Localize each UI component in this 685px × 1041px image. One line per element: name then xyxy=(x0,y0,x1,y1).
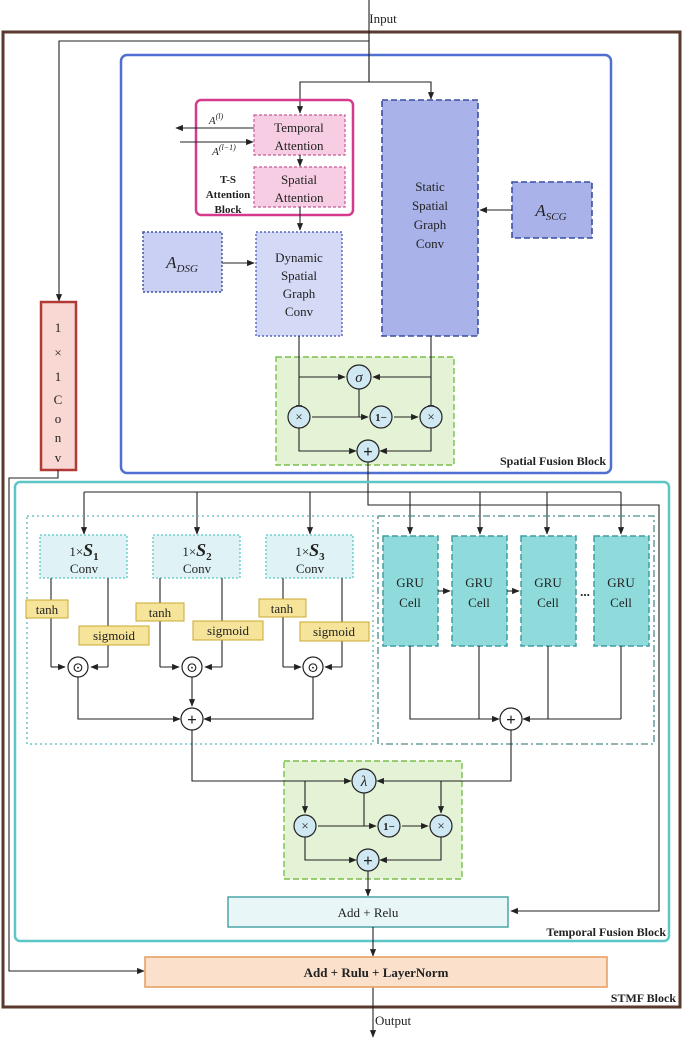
svg-text:Spatial: Spatial xyxy=(281,172,317,187)
ts-attention-label: T-S xyxy=(220,174,236,186)
stmf-block-frame xyxy=(1,30,682,1009)
a-l-label: A(l) xyxy=(208,112,224,127)
temporal-fusion-block xyxy=(13,480,671,943)
svg-text:C: C xyxy=(54,392,63,407)
svg-text:1×S2: 1×S2 xyxy=(182,540,212,563)
svg-text:Attention: Attention xyxy=(274,190,324,205)
svg-text:λ: λ xyxy=(360,774,368,790)
input-label: Input xyxy=(369,11,397,26)
svg-text:GRU: GRU xyxy=(465,575,493,590)
svg-text:1: 1 xyxy=(55,369,62,384)
svg-text:1×S3: 1×S3 xyxy=(295,540,325,563)
svg-text:Conv: Conv xyxy=(285,304,314,319)
svg-text:Cell: Cell xyxy=(610,595,632,610)
svg-text:Cell: Cell xyxy=(468,595,490,610)
dynamic-spatial-graph-conv xyxy=(255,231,343,337)
svg-text:1−: 1− xyxy=(375,412,387,424)
ts-attention-block xyxy=(194,98,355,217)
svg-text:+: + xyxy=(363,442,373,461)
tanh-box-2 xyxy=(135,602,185,622)
spatial-fusion-label: Spatial Fusion Block xyxy=(500,454,606,468)
svg-text:Cell: Cell xyxy=(399,595,421,610)
spatial-attention-box xyxy=(253,166,346,208)
gated-conv-group xyxy=(26,515,374,745)
svg-text:×: × xyxy=(301,818,308,833)
svg-text:⊙: ⊙ xyxy=(186,661,198,676)
gru-cell-4: GRU Cell xyxy=(593,535,650,647)
svg-text:GRU: GRU xyxy=(607,575,635,590)
tanh-box-1 xyxy=(25,599,69,619)
svg-text:GRU: GRU xyxy=(534,575,562,590)
svg-text:Conv: Conv xyxy=(296,561,325,576)
a-scg-box xyxy=(511,181,593,239)
temporal-fusion-label: Temporal Fusion Block xyxy=(546,925,666,939)
gru-cell-2: GRU Cell xyxy=(451,535,508,647)
temporal-one-minus xyxy=(377,814,401,838)
svg-text:o: o xyxy=(55,411,62,426)
conv-s1: 1×S1 Conv xyxy=(39,534,128,579)
svg-text:GRU: GRU xyxy=(396,575,424,590)
stmf-block-label: STMF Block xyxy=(611,991,677,1005)
gru-cell-3: GRU Cell xyxy=(520,535,577,647)
svg-text:Cell: Cell xyxy=(537,595,559,610)
svg-text:⊙: ⊙ xyxy=(72,661,84,676)
svg-text:Conv: Conv xyxy=(416,236,445,251)
svg-text:Dynamic: Dynamic xyxy=(275,250,323,265)
sigmoid-box-3 xyxy=(299,621,370,642)
svg-text:Add + Rulu + LayerNorm: Add + Rulu + LayerNorm xyxy=(304,965,449,980)
svg-text:Spatial: Spatial xyxy=(281,268,317,283)
svg-text:Conv: Conv xyxy=(183,561,212,576)
sigmoid-box-1 xyxy=(78,625,150,646)
static-spatial-graph-conv xyxy=(381,99,479,337)
spatial-fusion-block xyxy=(119,53,613,475)
output-label: Output xyxy=(375,1013,412,1028)
svg-text:Add + Relu: Add + Relu xyxy=(338,905,399,920)
svg-text:×: × xyxy=(54,345,61,360)
conv-s3: 1×S3 Conv xyxy=(265,534,354,579)
svg-text:1−: 1− xyxy=(383,821,395,833)
svg-text:1×S1: 1×S1 xyxy=(69,540,98,563)
svg-text:tanh: tanh xyxy=(271,601,294,616)
svg-text:Graph: Graph xyxy=(414,217,447,232)
sigmoid-box-2 xyxy=(192,620,264,641)
svg-text:Spatial: Spatial xyxy=(412,198,448,213)
a-dsg-box xyxy=(142,231,223,293)
svg-text:+: + xyxy=(187,710,197,729)
svg-text:ASCG: ASCG xyxy=(534,201,566,223)
svg-text:Static: Static xyxy=(415,179,445,194)
svg-text:sigmoid: sigmoid xyxy=(93,628,135,643)
svg-text:Attention: Attention xyxy=(274,138,324,153)
svg-text:Graph: Graph xyxy=(283,286,316,301)
a-l1-label: A(l−1) xyxy=(211,143,236,158)
gru-group xyxy=(377,515,655,745)
svg-text:×: × xyxy=(437,818,444,833)
svg-text:⊙: ⊙ xyxy=(307,661,319,676)
gru-cell-1: GRU Cell xyxy=(382,535,439,647)
svg-text:×: × xyxy=(295,409,302,424)
spatial-one-minus xyxy=(369,405,393,429)
svg-text:×: × xyxy=(427,409,434,424)
svg-text:Temporal: Temporal xyxy=(274,120,324,135)
svg-text:Conv: Conv xyxy=(70,561,99,576)
svg-text:Block: Block xyxy=(215,204,243,216)
tanh-box-3 xyxy=(258,598,307,618)
svg-text:σ: σ xyxy=(355,370,363,386)
svg-text:+: + xyxy=(506,710,516,729)
conv-s2: 1×S2 Conv xyxy=(152,534,241,579)
add-relu-box xyxy=(227,896,509,928)
svg-text:n: n xyxy=(55,430,62,445)
svg-text:tanh: tanh xyxy=(36,602,59,617)
svg-text:sigmoid: sigmoid xyxy=(207,623,249,638)
gru-ellipsis: ... xyxy=(580,584,590,599)
svg-text:tanh: tanh xyxy=(149,605,172,620)
add-layernorm-box xyxy=(144,956,608,988)
svg-text:1: 1 xyxy=(55,320,62,335)
svg-text:ADSG: ADSG xyxy=(165,253,198,275)
svg-text:v: v xyxy=(55,450,62,465)
svg-text:Attention: Attention xyxy=(206,189,251,201)
svg-text:sigmoid: sigmoid xyxy=(313,624,355,639)
svg-text:+: + xyxy=(363,851,373,870)
